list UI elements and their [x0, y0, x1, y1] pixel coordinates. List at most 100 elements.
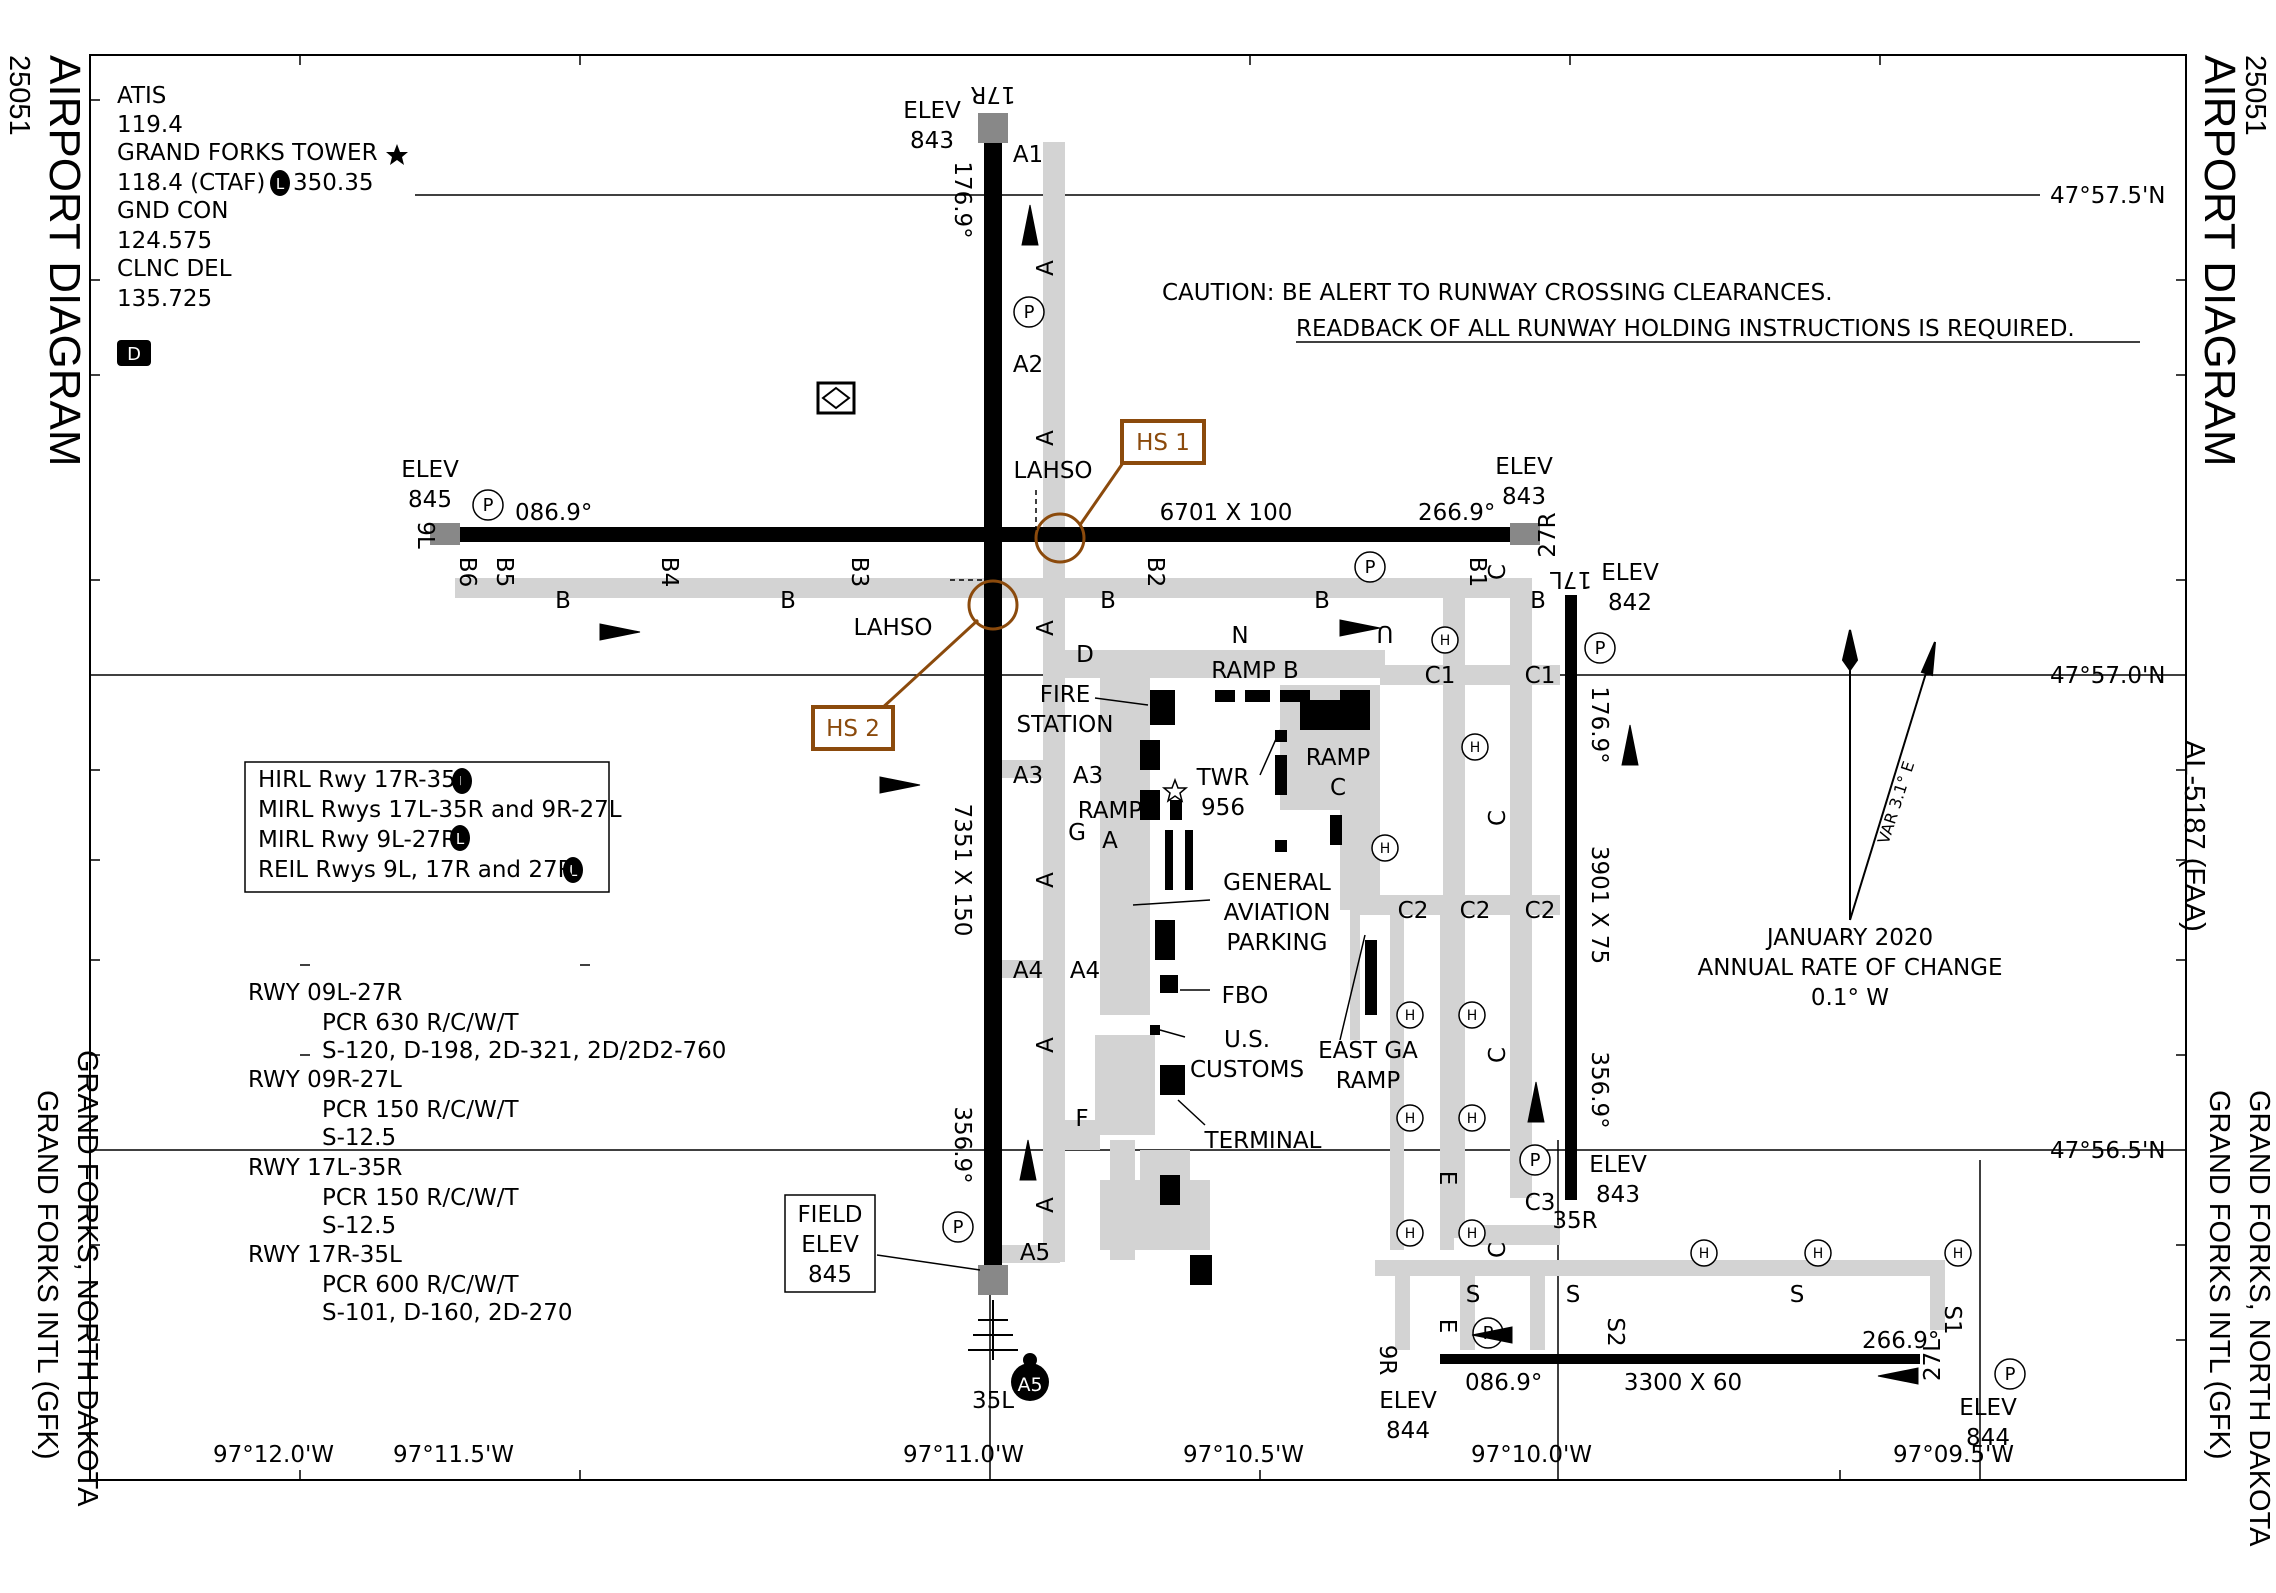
rwy-data-line: PCR 150 R/C/W/T: [322, 1097, 519, 1123]
runway-heading: 266.9°: [1418, 500, 1495, 526]
tower-uhf: 350.35: [293, 170, 373, 196]
clearance-label: CLNC DEL: [117, 256, 232, 282]
field-elev-line: ELEV: [801, 1232, 859, 1258]
title-left: AIRPORT DIAGRAM: [40, 55, 89, 467]
helipad-label: H: [1467, 1111, 1478, 1127]
twy-label: B: [780, 588, 796, 614]
runway-9L-27R: [430, 527, 1522, 542]
runway-dims: 3901 X 75: [1586, 846, 1612, 964]
lighting-box: [244, 761, 610, 893]
helipad-label: H: [1405, 1111, 1416, 1127]
rwy-data-line: S-120, D-198, 2D-321, 2D/2D2-760: [322, 1038, 726, 1064]
elev-value: 843: [1502, 484, 1546, 510]
location-left: GRAND FORKS, NORTH DAKOTA: [71, 1050, 103, 1507]
rwy-data-line: RWY 09R-27L: [248, 1067, 402, 1093]
elev-value: 842: [1608, 590, 1652, 616]
twy-label: A: [1033, 872, 1059, 888]
runway-heading: 176.9°: [949, 161, 975, 238]
customs-label: U.S.: [1224, 1027, 1270, 1053]
helipads: [1371, 626, 1972, 1267]
twy-label: G: [1068, 820, 1086, 846]
helipad-labels: H H H H H H H H H H H H: [1380, 633, 1964, 1262]
lon-label: 97°11.0'W: [903, 1442, 1024, 1468]
twy-label: B4: [656, 557, 682, 587]
rwy-data-line: RWY 09L-27R: [248, 980, 402, 1006]
twy-label: S1: [1939, 1305, 1965, 1334]
twy-label: B: [1100, 588, 1116, 614]
ga-parking-label: GENERAL: [1223, 870, 1331, 896]
ramp-b-label: RAMP B: [1211, 658, 1299, 684]
fbo-label: FBO: [1222, 983, 1269, 1009]
field-elev-line: FIELD: [797, 1202, 862, 1228]
helipad-label: H: [1953, 1246, 1964, 1262]
approach-light-icons: [599, 204, 1919, 1385]
hot-spot-label: HS 1: [1136, 430, 1190, 456]
helipad-label: H: [1467, 1226, 1478, 1242]
field-elev-line: 845: [808, 1262, 852, 1288]
twy-label: C: [1485, 564, 1511, 580]
location-right: GRAND FORKS, NORTH DAKOTA: [2243, 1090, 2275, 1547]
twy-label: C: [1485, 1047, 1511, 1063]
twy-label: C1: [1425, 663, 1456, 689]
ramp-a-label: RAMP: [1078, 798, 1143, 824]
runway-dims: 7351 X 150: [949, 804, 975, 937]
l-badge-labels: L L L L: [276, 175, 578, 880]
var-label: VAR 3.1° E: [1874, 759, 1919, 846]
twy-label: A4: [1013, 958, 1043, 984]
elev-value: 843: [1596, 1182, 1640, 1208]
chart-frame: [89, 54, 2187, 1481]
runway-end-label: 35L: [972, 1388, 1014, 1414]
twy-label: B3: [846, 557, 872, 587]
fire-station-label: FIRE: [1040, 682, 1091, 708]
rwy-data-line: RWY 17R-35L: [248, 1242, 402, 1268]
twy-label: B: [1314, 588, 1330, 614]
twy-label: S2: [1602, 1317, 1628, 1346]
elev-label: ELEV: [1959, 1395, 2017, 1421]
papi-label: P: [1365, 557, 1376, 578]
runway-17L-35R: [1565, 595, 1577, 1200]
hot-spots: [811, 419, 1206, 751]
l-badge-label: L: [456, 830, 465, 848]
twy-label: U: [1377, 620, 1394, 646]
l-badge-label: L: [458, 773, 467, 791]
helipad-label: H: [1699, 1246, 1710, 1262]
runway-dims: 6701 X 100: [1160, 500, 1293, 526]
customs-label: CUSTOMS: [1190, 1057, 1304, 1083]
ramp-c-label: RAMP: [1306, 745, 1371, 771]
buildings: [1140, 690, 1377, 1285]
lighting-line: REIL Rwys 9L, 17R and 27R: [258, 857, 574, 883]
papi-label: P: [483, 495, 494, 516]
east-ga-ramp-label: EAST GA: [1318, 1038, 1418, 1064]
runway-heading: 086.9°: [1465, 1370, 1542, 1396]
taxiways: [455, 142, 1945, 1350]
title-right: AIRPORT DIAGRAM: [2195, 55, 2244, 467]
lahso-label: LAHSO: [1013, 458, 1092, 484]
twy-label: A5: [1020, 1240, 1050, 1266]
twy-label: S: [1790, 1282, 1805, 1308]
lat-label: 47°57.5'N: [2050, 183, 2166, 209]
caution-line-1: CAUTION: BE ALERT TO RUNWAY CROSSING CLE…: [1162, 280, 1833, 306]
runway-end-label: 35R: [1552, 1208, 1597, 1234]
elev-label: ELEV: [1601, 560, 1659, 586]
lahso-label: LAHSO: [853, 615, 932, 641]
twy-label: A3: [1013, 763, 1043, 789]
hot-spot-label: HS 2: [826, 716, 880, 742]
twy-label: C3: [1525, 1190, 1556, 1216]
lon-label: 97°11.5'W: [393, 1442, 514, 1468]
helipad-label: H: [1405, 1226, 1416, 1242]
lon-label: 97°10.5'W: [1183, 1442, 1304, 1468]
rwy-data-line: RWY 17L-35R: [248, 1155, 402, 1181]
airport-right: GRAND FORKS INTL (GFK): [2203, 1090, 2235, 1460]
twy-label: S: [1466, 1282, 1481, 1308]
ground-label: GND CON: [117, 198, 228, 224]
lighting-line: MIRL Rwys 17L-35R and 9R-27L: [258, 797, 622, 823]
tower-label: TWR: [1196, 765, 1250, 791]
chart-id-right: 25051: [2239, 55, 2271, 136]
runway-end-label: 9R: [1374, 1345, 1400, 1376]
ga-parking-label: PARKING: [1226, 930, 1327, 956]
a5-marker-label: A5: [1017, 1374, 1042, 1396]
caution-line-2: READBACK OF ALL RUNWAY HOLDING INSTRUCTI…: [1296, 316, 2075, 342]
twy-label: S: [1566, 1282, 1581, 1308]
magvar-line: ANNUAL RATE OF CHANGE: [1697, 955, 2002, 981]
twy-label: E: [1434, 1319, 1460, 1334]
